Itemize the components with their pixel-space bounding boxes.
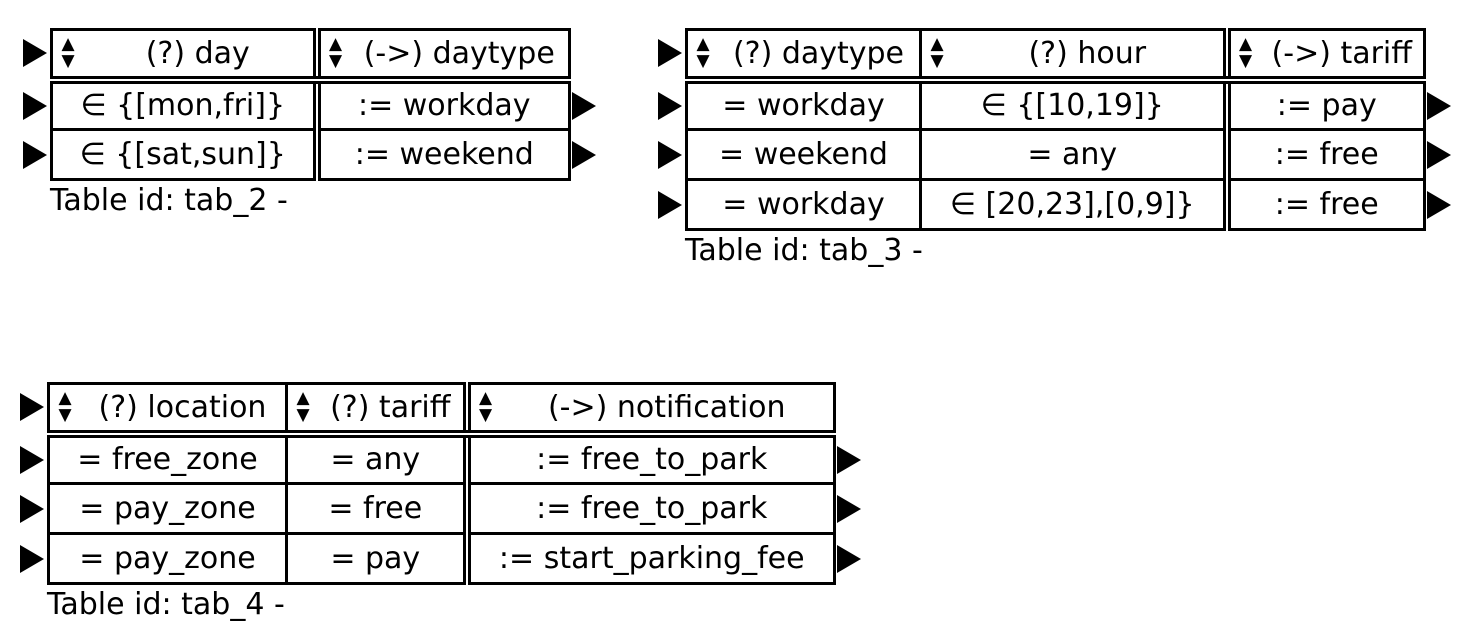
sort-up-down-icon[interactable]: ▲▼	[61, 34, 75, 72]
table-caption: Table id: tab_3 -	[685, 233, 923, 268]
table-cell[interactable]: = weekend	[658, 128, 922, 181]
sort-up-down-icon[interactable]: ▲▼	[696, 34, 710, 72]
table-cell[interactable]: := weekend	[312, 128, 596, 181]
table-caption: Table id: tab_2 -	[50, 183, 288, 218]
column-header-daytype[interactable]: ▲▼ (->) daytype	[312, 28, 571, 84]
triangle-right-icon[interactable]	[20, 445, 44, 474]
column-header-tariff[interactable]: ▲▼ (->) tariff	[1222, 28, 1426, 84]
table-cell[interactable]: := free	[1222, 128, 1451, 181]
table-row[interactable]: ∈ {[sat,sun]} := weekend	[23, 128, 596, 181]
table-cell[interactable]: := start_parking_fee	[462, 532, 861, 585]
column-header-daytype[interactable]: ▲▼ (?) daytype	[658, 28, 922, 84]
triangle-right-icon[interactable]	[658, 140, 682, 169]
table-cell[interactable]: = workday	[658, 78, 922, 131]
triangle-right-icon[interactable]	[658, 91, 682, 120]
triangle-right-icon[interactable]	[837, 544, 861, 573]
column-header-label: (?) daytype	[732, 35, 905, 71]
table-row[interactable]: = pay_zone = pay := start_parking_fee	[20, 532, 861, 585]
column-header-notification[interactable]: ▲▼ (->) notification	[462, 382, 836, 438]
column-header-label: (->) daytype	[363, 35, 555, 71]
sort-up-down-icon[interactable]: ▲▼	[1238, 34, 1253, 72]
decision-table-tab-3: ▲▼ (?) daytype ▲▼ (?) hour ▲▼ (->) tarif…	[658, 28, 1451, 268]
sort-up-down-icon[interactable]: ▲▼	[328, 34, 343, 72]
column-header-label: (->) tariff	[1271, 35, 1412, 71]
table-row[interactable]: = pay_zone = free := free_to_park	[20, 482, 861, 535]
sort-up-down-icon[interactable]: ▲▼	[296, 388, 310, 426]
triangle-right-icon[interactable]	[837, 494, 861, 523]
table-cell[interactable]: = any	[919, 128, 1228, 181]
column-header-label: (->) notification	[547, 389, 786, 425]
triangle-right-icon[interactable]	[1427, 91, 1451, 120]
column-header-label: (?) location	[98, 389, 267, 425]
triangle-right-icon[interactable]	[572, 91, 596, 120]
column-header-label: (?) hour	[1028, 35, 1147, 71]
triangle-right-icon[interactable]	[658, 190, 682, 219]
sort-up-down-icon[interactable]: ▲▼	[58, 388, 72, 426]
column-header-hour[interactable]: ▲▼ (?) hour	[919, 28, 1228, 84]
column-header-label: (?) day	[145, 35, 250, 71]
column-header-label: (?) tariff	[330, 389, 451, 425]
table-caption: Table id: tab_4 -	[47, 587, 285, 622]
table-row[interactable]: = free_zone = any := free_to_park	[20, 432, 861, 485]
table-cell[interactable]: ∈ {[10,19]}	[919, 78, 1228, 131]
table-cell[interactable]: = workday	[658, 178, 922, 231]
triangle-right-icon[interactable]	[20, 393, 44, 422]
table-cell[interactable]: = any	[285, 432, 468, 485]
triangle-right-icon[interactable]	[658, 39, 682, 68]
table: ▲▼ (?) daytype ▲▼ (?) hour ▲▼ (->) tarif…	[658, 28, 1451, 231]
table: ▲▼ (?) day ▲▼ (->) daytype ∈ {[mon,fri]}…	[23, 28, 596, 181]
sort-up-down-icon[interactable]: ▲▼	[478, 388, 493, 426]
table-row[interactable]: = weekend = any := free	[658, 128, 1451, 181]
table-cell[interactable]: ∈ [20,23],[0,9]}	[919, 178, 1228, 231]
table-cell[interactable]: = pay_zone	[20, 482, 288, 535]
table: ▲▼ (?) location ▲▼ (?) tariff ▲▼ (->) no…	[20, 382, 861, 585]
triangle-right-icon[interactable]	[23, 140, 47, 169]
table-row[interactable]: = workday ∈ {[10,19]} := pay	[658, 78, 1451, 131]
table-cell[interactable]: = free_zone	[20, 432, 288, 485]
column-header-day[interactable]: ▲▼ (?) day	[23, 28, 318, 84]
triangle-right-icon[interactable]	[23, 39, 47, 68]
table-cell[interactable]: ∈ {[mon,fri]}	[23, 78, 318, 131]
table-row[interactable]: ∈ {[mon,fri]} := workday	[23, 78, 596, 131]
triangle-right-icon[interactable]	[20, 494, 44, 523]
column-header-location[interactable]: ▲▼ (?) location	[20, 382, 288, 438]
triangle-right-icon[interactable]	[20, 544, 44, 573]
table-cell[interactable]: := pay	[1222, 78, 1451, 131]
decision-table-tab-4: ▲▼ (?) location ▲▼ (?) tariff ▲▼ (->) no…	[20, 382, 861, 622]
triangle-right-icon[interactable]	[23, 91, 47, 120]
decision-table-tab-2: ▲▼ (?) day ▲▼ (->) daytype ∈ {[mon,fri]}…	[23, 28, 596, 218]
table-cell[interactable]: ∈ {[sat,sun]}	[23, 128, 318, 181]
column-header-tariff[interactable]: ▲▼ (?) tariff	[285, 382, 468, 438]
table-cell[interactable]: := free_to_park	[462, 482, 861, 535]
triangle-right-icon[interactable]	[572, 140, 596, 169]
table-cell[interactable]: := workday	[312, 78, 596, 131]
table-cell[interactable]: := free_to_park	[462, 432, 861, 485]
table-cell[interactable]: := free	[1222, 178, 1451, 231]
triangle-right-icon[interactable]	[1427, 140, 1451, 169]
triangle-right-icon[interactable]	[1427, 190, 1451, 219]
table-row[interactable]: = workday ∈ [20,23],[0,9]} := free	[658, 178, 1451, 231]
sort-up-down-icon[interactable]: ▲▼	[930, 34, 944, 72]
table-cell[interactable]: = free	[285, 482, 468, 535]
table-cell[interactable]: = pay	[285, 532, 468, 585]
table-cell[interactable]: = pay_zone	[20, 532, 288, 585]
triangle-right-icon[interactable]	[837, 445, 861, 474]
